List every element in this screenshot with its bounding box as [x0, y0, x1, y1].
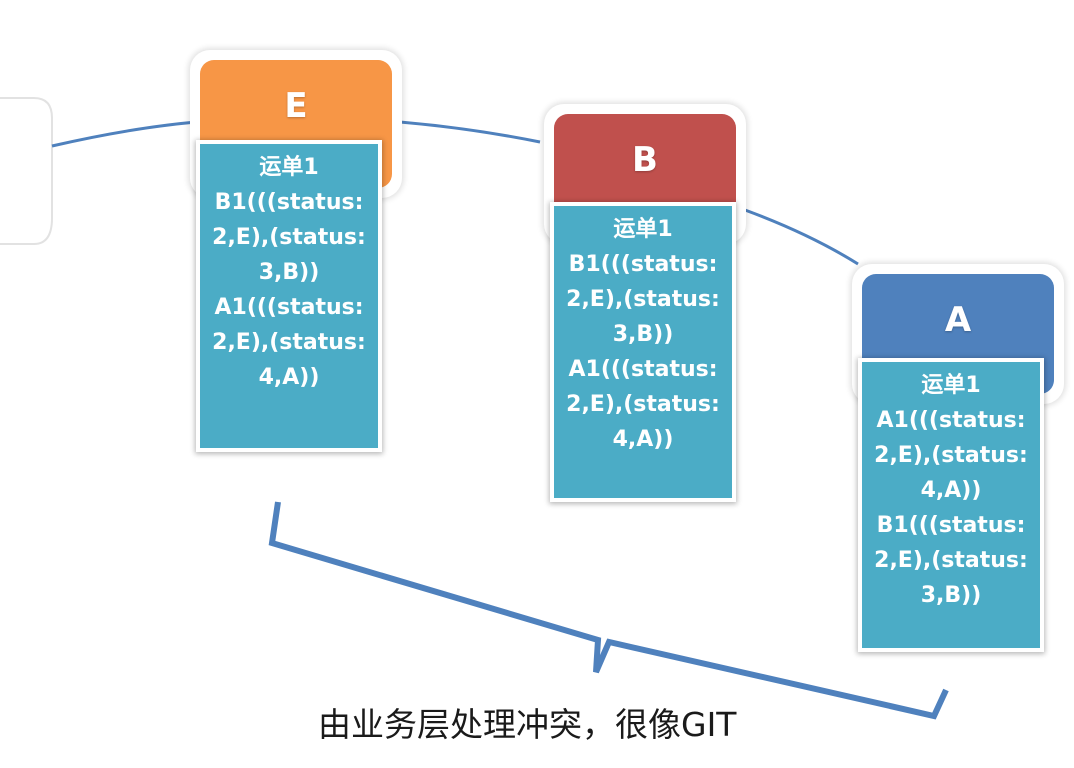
- card-b-line: 3,B)): [612, 322, 674, 347]
- node-e-label: E: [284, 86, 308, 126]
- card-a-line: A1(((status:: [876, 408, 1026, 433]
- card-a-line: 4,A)): [920, 478, 982, 503]
- card-b-line: 2,E),(status:: [566, 392, 720, 417]
- card-b-line: 4,A)): [612, 427, 674, 452]
- card-a-line: 2,E),(status:: [874, 548, 1028, 573]
- card-e-line: 4,A)): [258, 365, 320, 390]
- card-b-line: B1(((status:: [568, 252, 718, 277]
- card-e-line: B1(((status:: [214, 190, 364, 215]
- card-a-line: 运单1: [921, 373, 981, 398]
- card-e-line: 2,E),(status:: [212, 330, 366, 355]
- card-e-line: A1(((status:: [214, 295, 364, 320]
- card-a-line: 2,E),(status:: [874, 443, 1028, 468]
- card-e-line: 运单1: [259, 155, 319, 180]
- card-a: 运单1 A1(((status: 2,E),(status: 4,A)) B1(…: [858, 358, 1044, 652]
- card-b-line: 2,E),(status:: [566, 287, 720, 312]
- card-e-line: 2,E),(status:: [212, 225, 366, 250]
- curly-brace: [268, 501, 949, 720]
- card-e-line: 3,B)): [258, 260, 320, 285]
- connector-e-to-b: [399, 120, 541, 144]
- caption-text: 由业务层处理冲突，很像GIT: [318, 705, 737, 744]
- card-b-line: A1(((status:: [568, 357, 718, 382]
- card-b: 运单1 B1(((status: 2,E),(status: 3,B)) A1(…: [550, 202, 736, 502]
- card-e: 运单1 B1(((status: 2,E),(status: 3,B)) A1(…: [196, 140, 382, 452]
- connector-b-to-a: [744, 208, 859, 266]
- node-a-label: A: [944, 300, 972, 340]
- connector-left-to-e: [51, 120, 197, 148]
- node-b-label: B: [632, 140, 658, 180]
- card-a-line: B1(((status:: [876, 513, 1026, 538]
- card-a-line: 3,B)): [920, 583, 982, 608]
- partial-left-node: [0, 97, 53, 245]
- card-b-line: 运单1: [613, 217, 673, 242]
